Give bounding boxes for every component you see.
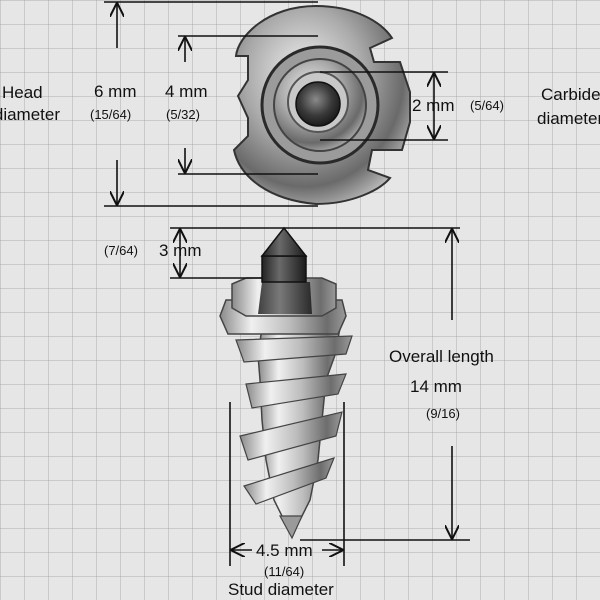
carbide-tip	[260, 226, 308, 257]
stud-diameter-in: (11/64)	[264, 564, 305, 579]
carbide-diameter-mm: 2 mm	[412, 96, 455, 115]
head-diameter-label-line2: diameter	[0, 105, 60, 124]
overall-length-mm: 14 mm	[410, 377, 462, 396]
carbide-diameter-label-line2: diameter	[537, 109, 600, 128]
inner-diameter-in: (5/32)	[166, 107, 200, 122]
head-diameter-label: Head	[2, 83, 43, 102]
stud-diameter-label: Stud diameter	[228, 580, 334, 599]
overall-length-label: Overall length	[389, 347, 494, 366]
carbide-diameter-in: (5/64)	[470, 98, 504, 113]
tip-height-mm: 3 mm	[159, 241, 202, 260]
stud-diameter-mm: 4.5 mm	[256, 541, 313, 560]
carbide-pin-top	[295, 81, 341, 127]
overall-length-in: (9/16)	[426, 406, 460, 421]
dimension-lines	[104, 1, 470, 566]
carbide-diameter-label: Carbide	[541, 85, 600, 104]
stud-side-view	[219, 226, 353, 540]
head-diameter-mm: 6 mm	[94, 82, 137, 101]
stud-top-view	[232, 4, 411, 206]
inner-diameter-mm: 4 mm	[165, 82, 208, 101]
head-diameter-in: (15/64)	[90, 107, 132, 122]
tip-height-in: (7/64)	[104, 243, 138, 258]
